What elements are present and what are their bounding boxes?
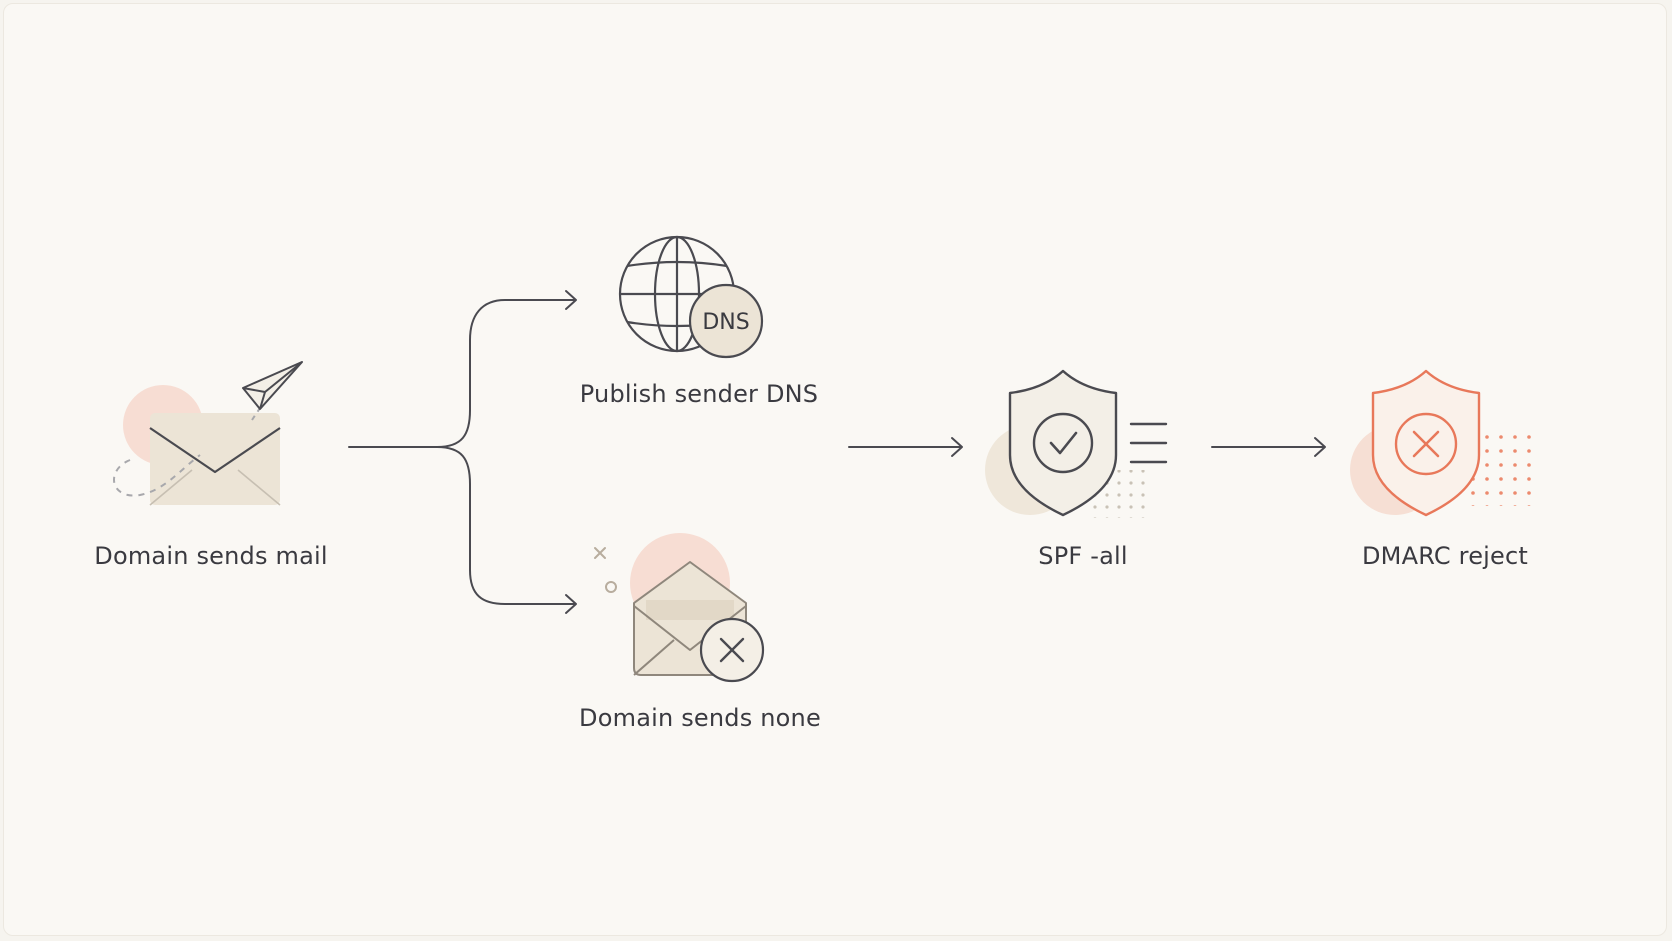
node-label-domain-sends-none: Domain sends none [579,704,821,732]
arrowhead-to-dns [565,290,577,310]
arrow-to-dmarc [1211,437,1326,457]
shield-x-icon [1350,369,1536,517]
shield-check-icon [985,369,1168,518]
envelope-x-icon [594,533,765,683]
paper-plane-icon [242,361,303,410]
dns-badge [688,283,764,359]
envelope-with-paper-plane-icon [113,361,303,506]
node-label-domain-sends-mail: Domain sends mail [94,542,328,570]
branch-connector [348,290,577,614]
globe-dns-icon [618,235,764,359]
node-label-spf-all: SPF -all [1038,542,1128,570]
node-label-dmarc-reject: DMARC reject [1361,542,1529,570]
dns-badge-label: DNS [702,310,749,335]
arrowhead-to-none [565,594,577,614]
node-label-publish-sender-dns: Publish sender DNS [579,380,819,408]
arrow-to-spf [848,437,963,457]
